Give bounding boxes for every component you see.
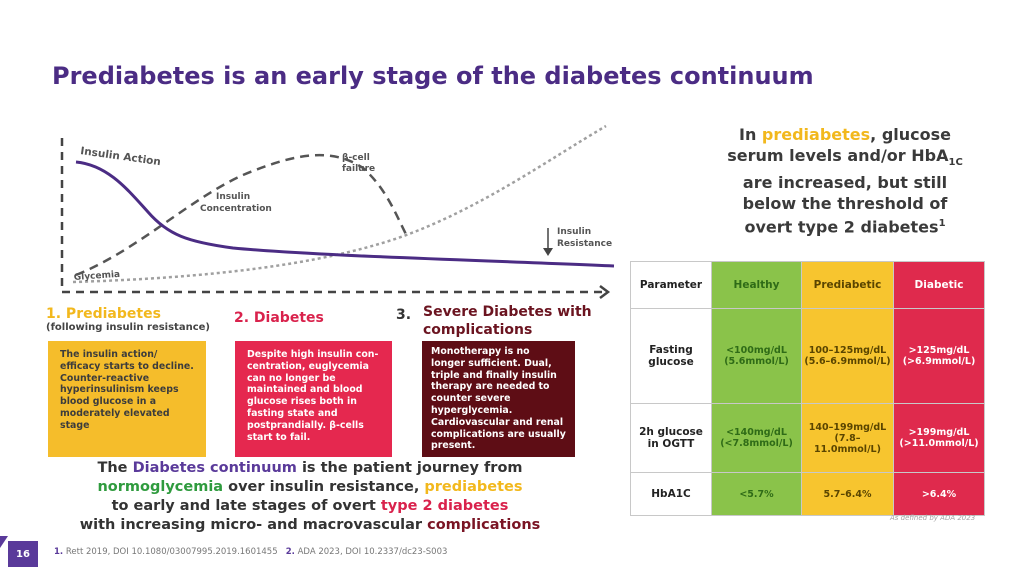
- cell-diabetic: >125mg/dL (>6.9mmol/L): [893, 308, 985, 404]
- cell-diabetic: >199mg/dL (>11.0mmol/L): [893, 403, 985, 473]
- corner-decoration: [0, 536, 8, 548]
- summary-text: is the patient journey from: [296, 460, 523, 476]
- x-axis-arrowhead: [599, 285, 611, 299]
- table-row: 2h glucose in OGTT <140mg/dL (<7.8mmol/L…: [630, 403, 985, 473]
- summary-highlight-complications: complications: [427, 517, 541, 533]
- cell-healthy: <100mg/dL (5.6mmol/L): [711, 308, 802, 404]
- definition-text: In: [738, 125, 762, 144]
- stage-3-number: 3.: [396, 307, 412, 323]
- definition-highlight-prediabetes: prediabetes: [761, 125, 871, 144]
- insulin-resistance-label-2: Resistance: [557, 239, 612, 249]
- stage-3-title: Severe Diabetes with complications: [423, 304, 592, 338]
- insulin-resistance-label-1: Insulin: [557, 227, 591, 237]
- page-number: 16: [8, 541, 38, 567]
- page-title: Prediabetes is an early stage of the dia…: [52, 62, 814, 90]
- beta-cell-failure-label-2: failure: [342, 164, 375, 174]
- row-label-2h-glucose: 2h glucose in OGTT: [630, 403, 712, 473]
- summary-text: with increasing micro- and macrovascular: [79, 517, 428, 533]
- summary-text: The: [97, 460, 133, 476]
- header-diabetic: Diabetic: [893, 261, 985, 309]
- summary-text: to early and late stages of overt: [111, 498, 381, 514]
- row-label-hba1c: HbA1C: [630, 472, 712, 516]
- stage-2-title: 2. Diabetes: [234, 310, 324, 326]
- table-row: HbA1C <5.7% 5.7–6.4% >6.4%: [630, 472, 985, 516]
- prediabetes-definition: In prediabetes, glucose serum levels and…: [716, 125, 974, 238]
- ref-1-number: 1.: [54, 547, 64, 557]
- header-healthy: Healthy: [711, 261, 802, 309]
- summary-highlight-continuum: Diabetes continuum: [132, 460, 297, 476]
- header-parameter: Parameter: [630, 261, 712, 309]
- row-label-fasting-glucose: Fasting glucose: [630, 308, 712, 404]
- cell-healthy: <140mg/dL (<7.8mmol/L): [711, 403, 802, 473]
- stage-1-title: 1. Prediabetes: [46, 306, 161, 322]
- reference-superscript: 1: [938, 218, 946, 230]
- insulin-concentration-curve: [75, 153, 410, 277]
- cell-prediabetic: 5.7–6.4%: [801, 472, 894, 516]
- beta-cell-failure-label-1: β-cell: [342, 153, 370, 163]
- cell-diabetic: >6.4%: [893, 472, 985, 516]
- cell-healthy: <5.7%: [711, 472, 802, 516]
- table-source-note: As defined by ADA 2023: [890, 514, 976, 522]
- stage-1-subtitle: (following insulin resistance): [46, 322, 210, 333]
- ref-2-text: ADA 2023, DOI 10.2337/dc23-S003: [294, 547, 448, 557]
- ref-2-number: 2.: [285, 547, 295, 557]
- ref-1-text: Rett 2019, DOI 10.1080/03007995.2019.160…: [63, 547, 278, 557]
- summary-highlight-prediabetes: prediabetes: [424, 479, 523, 495]
- glycemia-curve: [72, 124, 607, 284]
- definition-text: are increased, but still below the thres…: [742, 173, 948, 237]
- cell-prediabetic: 100–125mg/dL (5.6–6.9mmol/L): [801, 308, 894, 404]
- diabetes-continuum-diagram: Insulin Action β-cell failure Insulin Co…: [60, 124, 615, 299]
- references: 1. Rett 2019, DOI 10.1080/03007995.2019.…: [54, 547, 447, 557]
- insulin-concentration-label-1: Insulin: [216, 192, 250, 202]
- glucose-parameter-table: Parameter Healthy Prediabetic Diabetic F…: [630, 261, 985, 516]
- stage-3-description: Monotherapy is no longer sufficient. Dua…: [422, 341, 575, 457]
- definition-text: , glucose serum levels and/or HbA: [727, 125, 951, 165]
- summary-highlight-type2: type 2 diabetes: [380, 498, 509, 514]
- stage-1-description: The insulin action/ efficacy starts to d…: [48, 341, 206, 457]
- insulin-concentration-label-2: Concentration: [200, 204, 272, 214]
- summary-text: over insulin resistance,: [223, 479, 425, 495]
- summary-highlight-normoglycemia: normoglycemia: [97, 479, 224, 495]
- continuum-summary: The Diabetes continuum is the patient jo…: [60, 459, 560, 535]
- hba1c-subscript: 1C: [948, 156, 963, 168]
- table-row: Fasting glucose <100mg/dL (5.6mmol/L) 10…: [630, 308, 985, 404]
- glycemia-label: Glycemia: [74, 270, 121, 283]
- header-prediabetic: Prediabetic: [801, 261, 894, 309]
- insulin-action-curve: [75, 160, 615, 268]
- stage-2-description: Despite high insulin con- centration, eu…: [235, 341, 392, 457]
- insulin-resistance-arrowhead: [543, 248, 553, 256]
- cell-prediabetic: 140–199mg/dL (7.8– 11.0mmol/L): [801, 403, 894, 473]
